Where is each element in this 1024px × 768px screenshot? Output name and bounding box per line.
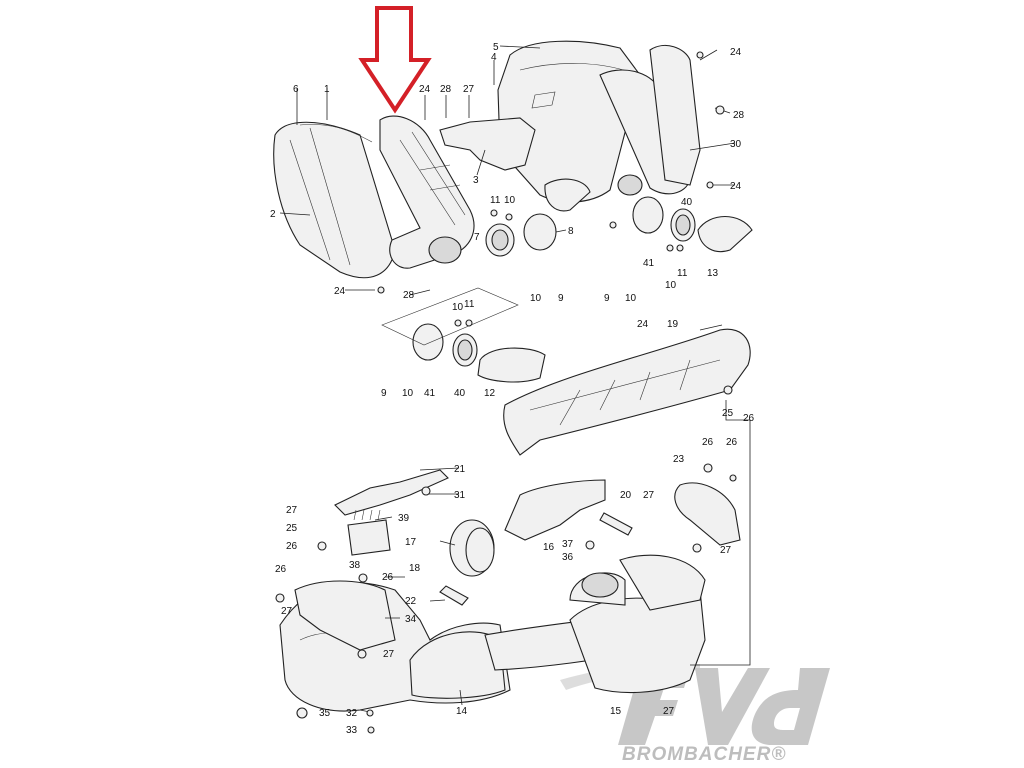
heat-shield-left xyxy=(273,121,396,279)
callout-35: 35 xyxy=(319,708,331,719)
tailpipe-right xyxy=(544,45,701,212)
callout-10: 10 xyxy=(625,293,637,304)
callout-7: 7 xyxy=(474,232,480,243)
callout-39: 39 xyxy=(398,513,410,524)
callout-27: 27 xyxy=(463,84,475,95)
callout-6: 6 xyxy=(293,84,299,95)
heat-shield-34 xyxy=(294,580,396,651)
callout-4: 4 xyxy=(491,52,497,63)
callout-40: 40 xyxy=(454,388,466,399)
cat-converter-15 xyxy=(569,554,706,694)
callout-17: 17 xyxy=(405,537,417,548)
callout-14: 14 xyxy=(456,706,468,717)
callout-24: 24 xyxy=(637,319,649,330)
callout-38: 38 xyxy=(349,560,361,571)
callout-12: 12 xyxy=(484,388,496,399)
callout-24: 24 xyxy=(730,181,742,192)
callout-11: 11 xyxy=(677,268,688,279)
callout-16: 16 xyxy=(543,542,555,553)
callout-28: 28 xyxy=(403,290,415,301)
callout-24: 24 xyxy=(334,286,346,297)
callout-27: 27 xyxy=(383,649,395,660)
callout-26: 26 xyxy=(275,564,287,575)
callout-41: 41 xyxy=(424,388,436,399)
callout-10: 10 xyxy=(402,388,414,399)
bracket-3 xyxy=(439,117,536,171)
callout-11: 11 xyxy=(464,299,475,310)
callout-25: 25 xyxy=(722,408,734,419)
callout-19: 19 xyxy=(667,319,679,330)
clamp-17 xyxy=(449,519,495,577)
bracket-21 xyxy=(334,469,449,516)
callout-26: 26 xyxy=(382,572,394,583)
callout-41: 41 xyxy=(643,258,655,269)
callout-8: 8 xyxy=(568,226,574,237)
callout-28: 28 xyxy=(733,110,745,121)
callout-36: 36 xyxy=(562,552,574,563)
callout-9: 9 xyxy=(381,388,387,399)
exhaust-pipe-left xyxy=(379,115,475,269)
callout-10: 10 xyxy=(504,195,516,206)
callout-22: 22 xyxy=(405,596,417,607)
callout-10: 10 xyxy=(530,293,542,304)
callout-26: 26 xyxy=(286,541,298,552)
callout-26: 26 xyxy=(702,437,714,448)
oxygen-sensors xyxy=(439,512,633,606)
shield-16 xyxy=(504,479,606,541)
callout-30: 30 xyxy=(730,139,742,150)
callout-27: 27 xyxy=(663,706,675,717)
shield-23 xyxy=(674,482,741,546)
fasteners xyxy=(275,51,737,734)
callout-10: 10 xyxy=(452,302,464,313)
callout-24: 24 xyxy=(730,47,742,58)
callout-9: 9 xyxy=(558,293,564,304)
bracket-38 xyxy=(347,509,391,556)
callout-20: 20 xyxy=(620,490,632,501)
callout-11: 11 xyxy=(490,195,501,206)
clamps-middle xyxy=(381,287,546,383)
callout-10: 10 xyxy=(665,280,677,291)
callout-27: 27 xyxy=(286,505,298,516)
company-name: BROMBACHER® xyxy=(622,744,786,765)
callout-31: 31 xyxy=(454,490,466,501)
callout-37: 37 xyxy=(562,539,574,550)
callout-25: 25 xyxy=(286,523,298,534)
callout-27: 27 xyxy=(281,606,293,617)
callout-24: 24 xyxy=(419,84,431,95)
clamps-upper xyxy=(485,196,753,257)
heat-shield-19 xyxy=(503,328,751,456)
callout-28: 28 xyxy=(440,84,452,95)
callout-1: 1 xyxy=(324,84,330,95)
callout-34: 34 xyxy=(405,614,417,625)
leader-lines xyxy=(279,45,751,713)
callout-15: 15 xyxy=(610,706,622,717)
callout-5: 5 xyxy=(493,42,499,53)
callout-33: 33 xyxy=(346,725,358,736)
callout-21: 21 xyxy=(454,464,466,475)
callout-2: 2 xyxy=(270,209,276,220)
callout-27: 27 xyxy=(643,490,655,501)
callout-40: 40 xyxy=(681,197,693,208)
callout-23: 23 xyxy=(673,454,685,465)
callout-27: 27 xyxy=(720,545,732,556)
callout-3: 3 xyxy=(473,175,479,186)
callout-26: 26 xyxy=(743,413,755,424)
red-down-arrow-icon xyxy=(358,6,432,114)
callout-9: 9 xyxy=(604,293,610,304)
callout-32: 32 xyxy=(346,708,358,719)
callout-18: 18 xyxy=(409,563,421,574)
part-callouts: 5 24 6 1 24 28 27 4 28 30 3 24 2 11 10 7… xyxy=(270,42,755,736)
callout-26: 26 xyxy=(726,437,738,448)
callout-13: 13 xyxy=(707,268,719,279)
